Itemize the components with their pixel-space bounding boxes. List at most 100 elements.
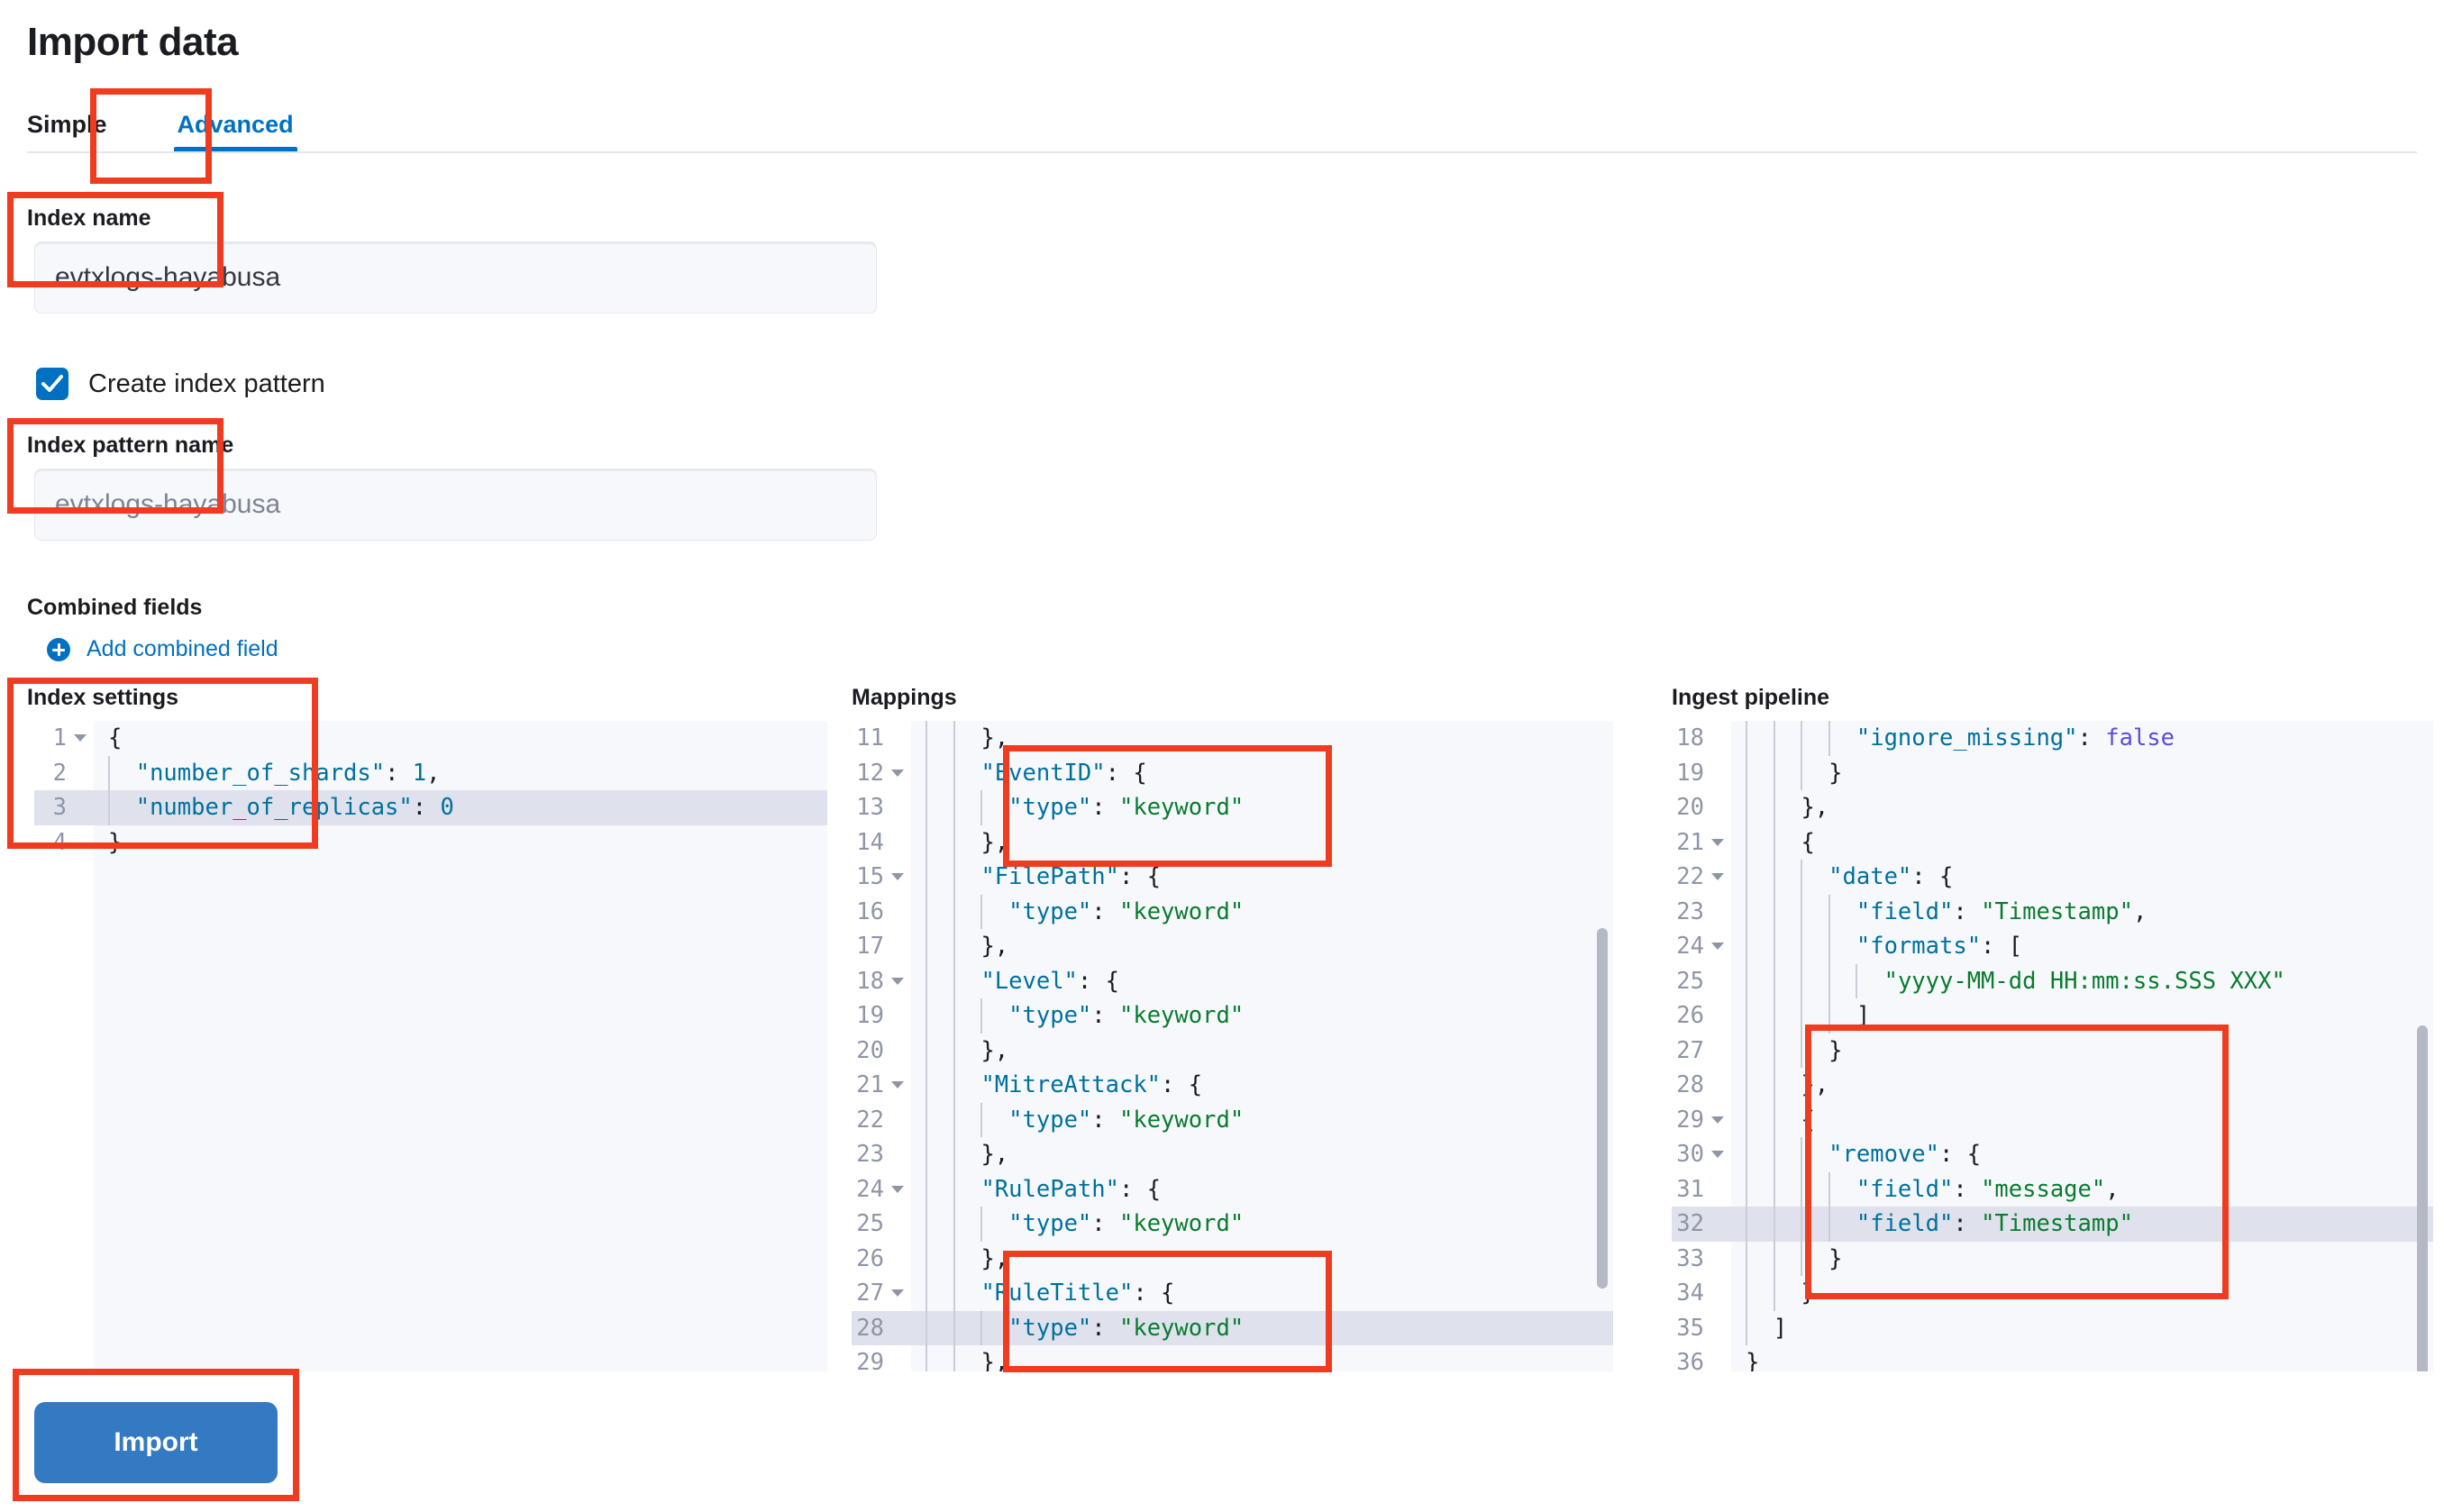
code-line[interactable]: }, [911, 1137, 1613, 1172]
tab-simple[interactable]: Simple [27, 111, 107, 138]
code-text: "RulePath": { [980, 1175, 1162, 1203]
code-line[interactable]: "FilePath": { [911, 860, 1613, 895]
code-line[interactable]: "Level": { [911, 963, 1613, 998]
line-number: 21 [1676, 828, 1704, 856]
fold-arrow-icon[interactable] [1711, 838, 1724, 846]
code-line[interactable]: } [1731, 755, 2433, 790]
code-line[interactable]: ] [1731, 998, 2433, 1034]
index-name-input[interactable]: evtxlogs-hayabusa [34, 241, 877, 314]
ingest-pipeline-scrollbar[interactable] [2417, 1025, 2428, 1371]
code-line[interactable]: ] [1731, 1310, 2433, 1345]
indent-guide [1746, 963, 1747, 998]
code-line[interactable]: } [1731, 1276, 2433, 1311]
indent-guide [926, 1171, 927, 1207]
code-line[interactable]: } [1731, 1033, 2433, 1068]
code-text: "type": "keyword" [1008, 1210, 1245, 1237]
indent-guide [926, 1033, 927, 1068]
indent-guide [1828, 963, 1830, 998]
code-line[interactable]: "field": "Timestamp" [1731, 1207, 2433, 1242]
mappings-code[interactable]: }, "EventID": { "type": "keyword" }, "Fi… [911, 721, 1613, 1371]
fold-arrow-icon[interactable] [891, 977, 904, 985]
code-line[interactable]: "yyyy-MM-dd HH:mm:ss.SSS XXX" [1731, 963, 2433, 998]
code-line[interactable]: }, [911, 721, 1613, 756]
code-line[interactable]: "field": "message", [1731, 1171, 2433, 1207]
line-number-row: 14 [852, 825, 911, 861]
code-line[interactable]: }, [1731, 1068, 2433, 1103]
code-text: "field": "Timestamp" [1856, 1210, 2133, 1237]
code-line[interactable]: "field": "Timestamp", [1731, 894, 2433, 929]
line-number: 27 [856, 1280, 884, 1307]
indent-guide [953, 824, 955, 860]
line-number-row: 24 [852, 1172, 911, 1207]
code-line[interactable]: }, [911, 1033, 1613, 1068]
code-line[interactable]: "type": "keyword" [911, 998, 1613, 1034]
fold-arrow-icon[interactable] [1711, 1151, 1724, 1158]
code-text: "number_of_shards": 1, [135, 759, 441, 787]
code-line[interactable]: "type": "keyword" [911, 1207, 1613, 1242]
line-number-row: 11 [852, 721, 911, 756]
code-line[interactable]: "RulePath": { [911, 1171, 1613, 1207]
indent-guide [1746, 1171, 1747, 1207]
indent-guide [980, 790, 983, 825]
indent-guide [108, 755, 110, 790]
code-line[interactable]: }, [911, 929, 1613, 964]
import-button[interactable]: Import [34, 1402, 278, 1483]
ingest-pipeline-code[interactable]: "ignore_missing": false } }, { "date": {… [1731, 721, 2433, 1371]
fold-arrow-icon[interactable] [1711, 873, 1724, 880]
create-index-pattern-checkbox[interactable] [36, 368, 68, 400]
line-number-row: 2 [34, 756, 94, 791]
code-line[interactable]: "type": "keyword" [911, 1102, 1613, 1137]
fold-arrow-icon[interactable] [74, 734, 87, 742]
code-line[interactable]: "RuleTitle": { [911, 1276, 1613, 1311]
code-line[interactable]: "ignore_missing": false [1731, 721, 2433, 756]
index-pattern-name-input[interactable]: evtxlogs-hayabusa [34, 469, 877, 541]
code-line[interactable]: "type": "keyword" [911, 894, 1613, 929]
code-line[interactable]: }, [1731, 790, 2433, 825]
indent-guide [926, 824, 927, 860]
code-line[interactable]: "remove": { [1731, 1137, 2433, 1172]
add-combined-field-link[interactable]: Add combined field [47, 636, 278, 662]
code-line[interactable]: "date": { [1731, 860, 2433, 895]
code-line[interactable]: "formats": [ [1731, 929, 2433, 964]
code-line[interactable]: }, [911, 1345, 1613, 1371]
fold-arrow-icon[interactable] [1711, 1116, 1724, 1124]
fold-arrow-icon[interactable] [891, 1081, 904, 1088]
code-line[interactable]: "MitreAttack": { [911, 1068, 1613, 1103]
code-line[interactable]: { [94, 721, 827, 756]
fold-arrow-icon[interactable] [891, 1289, 904, 1297]
line-number-row: 4 [34, 825, 94, 861]
create-index-pattern-row[interactable]: Create index pattern [36, 368, 325, 400]
code-line[interactable]: } [1731, 1241, 2433, 1276]
code-line[interactable]: { [1731, 824, 2433, 860]
code-line[interactable]: "number_of_replicas": 0 [94, 790, 827, 825]
code-line[interactable]: "EventID": { [911, 755, 1613, 790]
fold-arrow-icon[interactable] [891, 769, 904, 777]
code-line[interactable]: "type": "keyword" [911, 1310, 1613, 1345]
indent-guide [1773, 721, 1775, 756]
code-text: { [108, 724, 123, 751]
indent-guide [1746, 1033, 1747, 1068]
code-line[interactable]: } [1731, 1345, 2433, 1371]
indent-guide [108, 790, 110, 825]
code-line[interactable]: }, [911, 1241, 1613, 1276]
indent-guide [1801, 998, 1803, 1034]
index-pattern-name-label: Index pattern name [27, 433, 234, 458]
fold-arrow-icon[interactable] [891, 873, 904, 880]
tab-advanced[interactable]: Advanced [147, 111, 324, 153]
code-line[interactable]: }, [911, 824, 1613, 860]
code-line[interactable]: { [1731, 1102, 2433, 1137]
code-line[interactable]: } [94, 825, 827, 861]
code-text: { [1801, 1106, 1815, 1134]
indent-guide [926, 1137, 927, 1172]
code-line[interactable]: "number_of_shards": 1, [94, 755, 827, 790]
line-number-row: 20 [852, 1034, 911, 1069]
fold-arrow-icon[interactable] [891, 1185, 904, 1193]
mappings-scrollbar[interactable] [1597, 928, 1608, 1289]
index-settings-code[interactable]: { "number_of_shards": 1, "number_of_repl… [94, 721, 827, 1371]
code-line[interactable]: "type": "keyword" [911, 790, 1613, 825]
fold-arrow-icon[interactable] [1711, 943, 1724, 950]
